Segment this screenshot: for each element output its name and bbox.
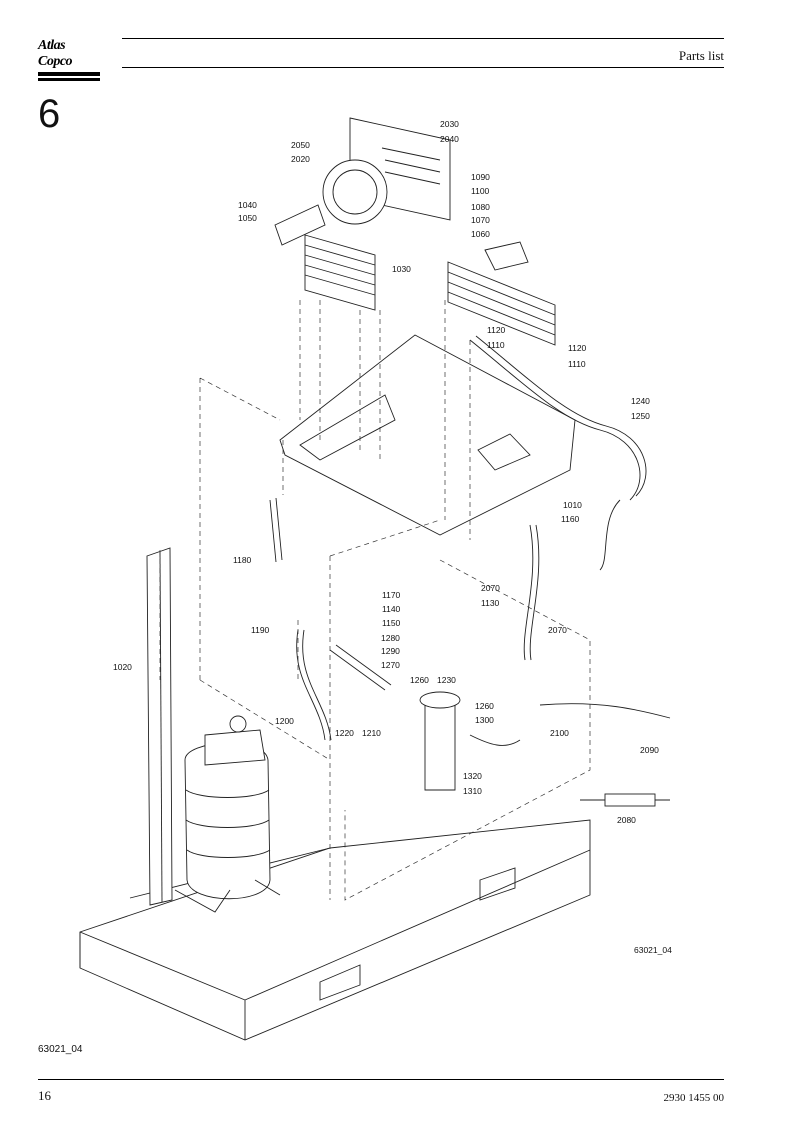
callout-1260-a: 1260 [410,675,429,685]
callout-2050: 2050 [291,140,310,150]
callout-1010: 1010 [563,500,582,510]
callout-1200: 1200 [275,716,294,726]
callout-1110-a: 1110 [487,340,505,350]
callout-1130: 1130 [481,598,500,608]
page-title: Parts list [678,48,724,63]
callout-1210: 1210 [362,728,381,738]
callout-1220: 1220 [335,728,354,738]
callout-1030: 1030 [392,264,411,274]
callout-1260-b: 1260 [475,701,494,711]
callout-1020: 1020 [113,662,132,672]
callout-1050: 1050 [238,213,257,223]
callout-1290: 1290 [381,646,400,656]
footer-rule [38,1079,724,1080]
callout-1080: 1080 [471,202,490,212]
figure-reference: 63021_04 [38,1044,83,1055]
callout-1120-b: 1120 [568,343,587,353]
callout-labels: 2030 2040 2050 2020 1090 1100 1040 1050 … [113,119,672,955]
page-number: 16 [38,1088,51,1103]
callout-2070-a: 2070 [481,583,500,593]
callout-1230: 1230 [437,675,456,685]
callout-1120-a: 1120 [487,325,506,335]
section-number: 6 [38,92,61,136]
header-rule-bottom [122,67,724,68]
atlas-copco-logo: Atlas Copco [38,38,100,81]
callout-1110-b: 1110 [568,359,586,369]
callout-1090: 1090 [471,172,490,182]
callout-1240: 1240 [631,396,650,406]
callout-1320: 1320 [463,771,482,781]
callout-1180: 1180 [233,555,252,565]
callout-1150: 1150 [382,618,401,628]
callout-1070: 1070 [471,215,490,225]
document-number: 2930 1455 00 [663,1092,725,1104]
callout-1040: 1040 [238,200,257,210]
callout-1170: 1170 [382,590,401,600]
callout-2030: 2030 [440,119,459,129]
callout-1100: 1100 [471,186,490,196]
logo-text: Atlas Copco [38,38,73,69]
callout-1060: 1060 [471,229,490,239]
logo-bar-lower [38,78,100,81]
callout-2040: 2040 [440,134,459,144]
callout-1140: 1140 [382,604,401,614]
logo-bar [38,72,100,76]
dashed-leader-lines [159,300,591,901]
callout-1160: 1160 [561,514,580,524]
callout-2070-b: 2070 [548,625,567,635]
callout-1280: 1280 [381,633,400,643]
drawing-id-label: 63021_04 [634,945,672,955]
callout-2100: 2100 [550,728,569,738]
callout-1250: 1250 [631,411,650,421]
callout-2090: 2090 [640,745,659,755]
callout-1300: 1300 [475,715,494,725]
callout-1190: 1190 [251,625,270,635]
callout-1270: 1270 [381,660,400,670]
callout-2080: 2080 [617,815,636,825]
callout-1310: 1310 [463,786,482,796]
drawing-lines [79,117,671,1041]
callout-2020: 2020 [291,154,310,164]
header-rule-top [122,38,724,39]
